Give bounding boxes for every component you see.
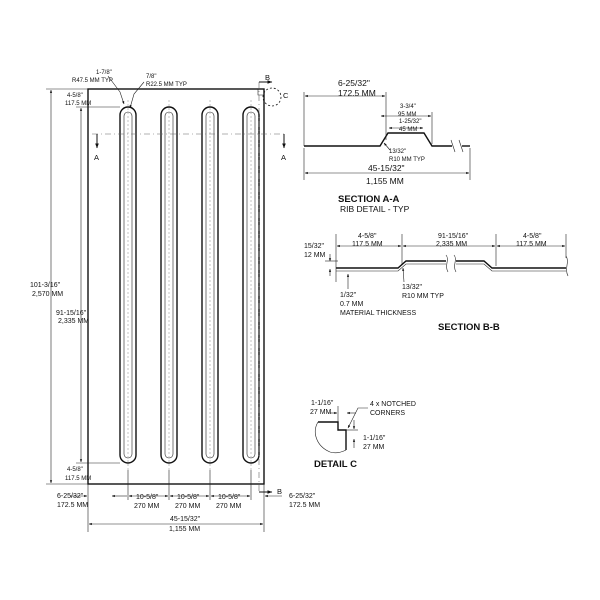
section-bb-end-break: [565, 255, 569, 277]
overall-height-in: 101-3/16": [30, 282, 61, 289]
detail-c-view: 1-1/16" 27 MM 4 x NOTCHED CORNERS 1-1/16…: [310, 400, 416, 470]
section-aa-edge-mm: 172.5 MM: [338, 88, 376, 98]
main-plan-view: A A B B C 1-7/8" R47.5 MM TYP 7/8" R22.5…: [30, 70, 320, 533]
section-bb-thickness-in: 1/32": [340, 292, 357, 299]
section-bb-radius-mm: R10 MM TYP: [402, 293, 444, 300]
section-bb-radius-in: 13/32": [402, 284, 423, 291]
top-margin-in: 4-5/8": [67, 93, 83, 99]
detail-c-top-in: 1-1/16": [311, 400, 334, 407]
section-aa-title: SECTION A-A: [338, 194, 400, 205]
left-margin-mm: 172.5 MM: [57, 502, 88, 509]
section-b-label-top: B: [265, 73, 270, 82]
section-aa-ribtop-in: 1-25/32": [399, 119, 421, 125]
section-bb-mid-in: 91-15/16": [438, 233, 469, 240]
section-bb-view: 4-5/8" 117.5 MM 91-15/16" 2,335 MM 4-5/8…: [304, 233, 569, 333]
overall-height-mm: 2,570 MM: [32, 291, 63, 298]
outer-radius-mm: R47.5 MM TYP: [72, 78, 113, 84]
section-b-label-bottom: B: [277, 487, 282, 496]
section-bb-left-mm: 117.5 MM: [352, 241, 383, 248]
section-aa-edge-in: 6-25/32": [338, 78, 370, 88]
section-bb-profile-top: [336, 260, 446, 269]
section-aa-break: [450, 139, 464, 153]
rib-spacing-1-in: 10-5/8": [136, 494, 159, 501]
right-margin-in: 6-25/32": [289, 493, 316, 500]
section-bb-profile-bottom-2: [456, 263, 566, 272]
detail-c-callout-label: C: [283, 91, 289, 100]
detail-c-title: DETAIL C: [314, 459, 357, 470]
section-aa-profile: [304, 132, 452, 147]
section-bb-profile-top-2: [456, 260, 566, 269]
section-aa-radius-leader: [383, 142, 391, 151]
section-bb-mid-mm: 2,335 MM: [436, 241, 467, 248]
rib-1: [119, 106, 137, 464]
inner-height-in: 91-15/16": [56, 310, 87, 317]
corner-notch: [257, 89, 264, 96]
section-aa-overall-in: 45-15/32": [368, 163, 405, 173]
rib-spacing-2-mm: 270 MM: [175, 503, 200, 510]
detail-c-cut-arc: [315, 421, 347, 454]
detail-c-note-line1: 4 x NOTCHED: [370, 401, 416, 408]
section-aa-overall-mm: 1,155 MM: [366, 176, 404, 186]
detail-c-note-line2: CORNERS: [370, 410, 405, 417]
rib-spacing-3-in: 10-5/8": [218, 494, 241, 501]
outer-radius-in: 1-7/8": [96, 70, 112, 76]
section-bb-title: SECTION B-B: [438, 322, 500, 333]
rib-2: [160, 106, 178, 464]
section-a-label-left: A: [94, 153, 99, 162]
rib-4: [242, 106, 260, 464]
bottom-margin-mm: 117.5 MM: [65, 476, 91, 482]
detail-c-callout-circle: [262, 87, 282, 107]
right-margin-mm: 172.5 MM: [289, 502, 320, 509]
section-aa-radius-in: 13/32": [389, 149, 406, 155]
top-margin-mm: 117.5 MM: [65, 101, 91, 107]
section-aa-ribw-in: 3-3/4": [400, 104, 416, 110]
bottom-margin-in: 4-5/8": [67, 467, 83, 473]
section-a-label-right: A: [281, 153, 286, 162]
section-bb-right-mm: 117.5 MM: [516, 241, 547, 248]
detail-c-note-leader: [347, 407, 368, 429]
section-bb-left-in: 4-5/8": [358, 233, 377, 240]
rib-3: [201, 106, 219, 464]
detail-c-side-mm: 27 MM: [363, 444, 385, 451]
section-bb-thickness-label: MATERIAL THICKNESS: [340, 310, 416, 317]
detail-c-side-in: 1-1/16": [363, 435, 386, 442]
panel-outline: [87, 88, 265, 485]
section-bb-rib-height-mm: 12 MM: [304, 252, 326, 259]
inner-radius-mm: R22.5 MM TYP: [146, 82, 187, 88]
section-bb-radius-leader: [402, 267, 405, 283]
inner-radius-in: 7/8": [146, 74, 156, 80]
section-aa-radius-mm: R10 MM TYP: [389, 157, 425, 163]
left-margin-in: 6-25/32": [57, 493, 84, 500]
section-bb-rib-height-in: 15/32": [304, 243, 325, 250]
section-aa-subtitle: RIB DETAIL - TYP: [340, 204, 410, 214]
outer-radius-leader: [107, 75, 125, 105]
inner-height-mm: 2,335 MM: [58, 318, 89, 325]
overall-width-mm: 1,155 MM: [169, 526, 200, 533]
rib-group: [119, 106, 260, 464]
section-aa-ribtop-mm: 45 MM: [399, 127, 417, 133]
detail-c-top-mm: 27 MM: [310, 409, 332, 416]
rib-spacing-3-mm: 270 MM: [216, 503, 241, 510]
section-aa-view: 6-25/32" 172.5 MM 3-3/4" 95 MM 1-25/32" …: [303, 78, 471, 214]
section-aa-ribw-mm: 95 MM: [398, 112, 416, 118]
rib-spacing-1-mm: 270 MM: [134, 503, 159, 510]
rib-spacing-2-in: 10-5/8": [177, 494, 200, 501]
inner-radius-leader: [129, 81, 145, 109]
overall-width-in: 45-15/32": [170, 516, 201, 523]
section-bb-break: [445, 254, 457, 273]
section-bb-profile-bottom: [336, 263, 446, 272]
detail-c-outline: [318, 421, 347, 450]
section-bb-right-in: 4-5/8": [523, 233, 542, 240]
section-bb-thickness-mm: 0.7 MM: [340, 301, 364, 308]
